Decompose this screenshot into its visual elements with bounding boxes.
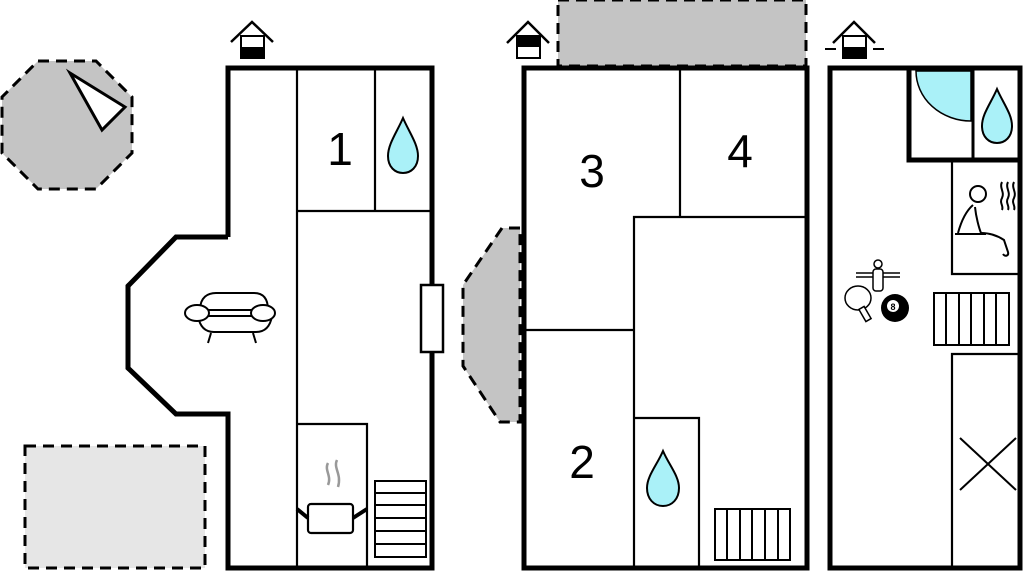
stairs-icon (374, 480, 427, 558)
balcony-side (461, 226, 522, 424)
patio (23, 444, 207, 570)
north-arrow-icon (65, 68, 128, 133)
floor-1: 1 (125, 20, 445, 571)
billiard-ball-number: 8 (890, 302, 895, 312)
cross-icon (959, 437, 1017, 491)
sauna-icon (955, 181, 1016, 257)
water-drop-icon (645, 448, 681, 508)
shower-icon (915, 70, 972, 122)
house-level-upper-icon (506, 20, 550, 59)
window-icon (419, 283, 445, 354)
water-drop-icon (386, 115, 420, 175)
room-label-3: 3 (579, 145, 605, 197)
room-label-4: 4 (727, 125, 753, 177)
floor-2: 3 4 2 (461, 0, 810, 571)
balcony-top (556, 0, 808, 68)
compass-terrace (0, 59, 134, 191)
stairs-icon (933, 292, 1010, 346)
sofa-icon (184, 292, 276, 344)
house-level-basement-icon (825, 20, 884, 59)
room-label-2: 2 (569, 436, 595, 488)
stairs-icon (714, 508, 791, 561)
water-drop-icon (980, 86, 1014, 145)
floor-basement: 8 (825, 20, 1023, 571)
room-label-1: 1 (327, 123, 353, 175)
house-level-ground-icon (230, 20, 274, 59)
games-icon: 8 (844, 259, 909, 323)
cooking-pot-icon (295, 459, 369, 535)
